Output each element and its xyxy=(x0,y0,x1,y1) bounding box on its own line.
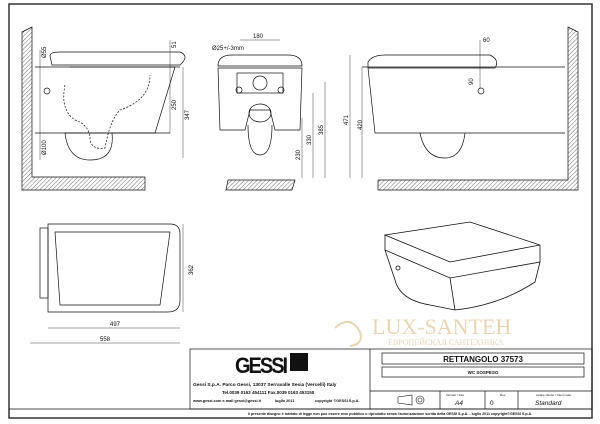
right-view xyxy=(349,26,579,191)
dim-385: 385 xyxy=(319,124,325,135)
dim-180: 180 xyxy=(253,34,264,40)
dim-497: 497 xyxy=(110,322,121,328)
code-label: codice cliente / client code xyxy=(536,393,571,397)
dim-230: 230 xyxy=(296,149,302,160)
dim-420: 420 xyxy=(358,119,364,130)
watermark-brand: LUX-SANTEH xyxy=(372,314,511,339)
svg-text:GESSI: GESSI xyxy=(235,354,287,378)
watermark-tagline: ЕВРОПЕЙСКАЯ САНТЕХНИКА xyxy=(388,338,504,347)
dim-51: 51 xyxy=(172,41,178,48)
gessi-logo: GESSI xyxy=(235,353,308,378)
legal-footer: Il presente disegno è tutelato di legge … xyxy=(248,412,532,416)
dim-471: 471 xyxy=(344,114,350,125)
dim-tolerance: Ø25+/-3mm xyxy=(212,46,244,52)
projection-symbol-icon xyxy=(397,394,425,406)
watermark: LUX-SANTEH ЕВРОПЕЙСКАЯ САНТЕХНИКА xyxy=(334,314,511,347)
phone: Tel.0039 0163 454111 Fax.0039 0163 45315… xyxy=(222,390,315,395)
product-name: RETTANGOLO 37573 xyxy=(443,355,523,364)
title-block xyxy=(9,348,593,410)
size-value: A4 xyxy=(454,400,463,407)
dim-558: 558 xyxy=(100,337,111,343)
sheet-frame xyxy=(8,3,593,419)
code-value: Standard xyxy=(535,400,562,407)
address: Gessi S.p.A. Parco Gessi, 13037 Serraval… xyxy=(193,382,337,388)
dim-347: 347 xyxy=(185,109,191,120)
size-label: formato / size xyxy=(446,393,464,397)
dim-362: 362 xyxy=(189,264,195,275)
dim-60: 60 xyxy=(483,38,490,44)
side-view xyxy=(21,26,186,191)
dim-330: 330 xyxy=(307,134,313,145)
dim-250: 250 xyxy=(172,99,178,110)
rev-value: 0 xyxy=(490,400,494,407)
copyright: copyright ©GESSI S.p.A. xyxy=(315,399,360,403)
top-view xyxy=(30,223,184,344)
dim-d55: Ø55 xyxy=(42,46,48,58)
date: luglio 2011 xyxy=(275,399,294,403)
perspective-view xyxy=(383,221,541,311)
product-description: WC SOSPESO xyxy=(468,370,499,375)
rev-label: Rev. xyxy=(500,393,506,397)
dim-90: 90 xyxy=(469,78,475,85)
dim-d100: Ø100 xyxy=(42,140,48,155)
front-view xyxy=(217,39,326,191)
web: www.gessi.com e-mail gessi@gessi.it xyxy=(192,399,262,403)
